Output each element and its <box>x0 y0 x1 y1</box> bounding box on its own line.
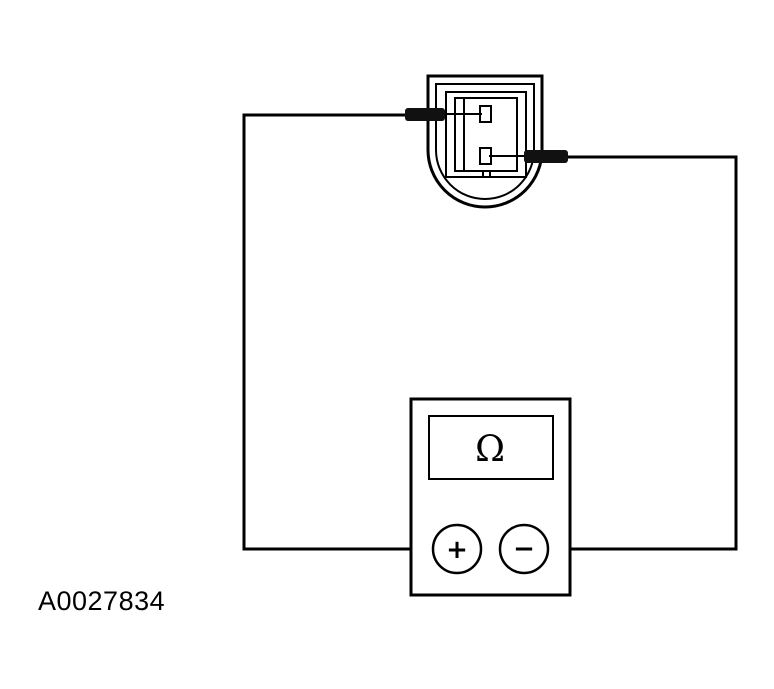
connector-key <box>482 171 491 178</box>
positive-probe-tip <box>405 108 445 121</box>
multimeter: Ω + − <box>409 397 572 597</box>
connector-outer-shell <box>426 74 544 209</box>
multimeter-display <box>428 415 554 480</box>
connector-inner-shell <box>435 83 535 200</box>
wires <box>242 113 738 551</box>
positive-lead-wire <box>242 113 432 551</box>
probes <box>405 108 568 163</box>
negative-jack <box>498 523 550 575</box>
positive-jack <box>431 523 483 575</box>
figure-id: A0027834 <box>38 586 166 616</box>
ohm-symbol: Ω <box>475 429 505 470</box>
negative-probe-tip <box>524 150 568 163</box>
connector-terminal-frame-inner <box>454 97 518 172</box>
positive-jack-label: + <box>446 535 468 565</box>
negative-jack-label: − <box>513 534 535 564</box>
connector <box>426 74 544 209</box>
negative-lead-wire <box>549 155 738 551</box>
